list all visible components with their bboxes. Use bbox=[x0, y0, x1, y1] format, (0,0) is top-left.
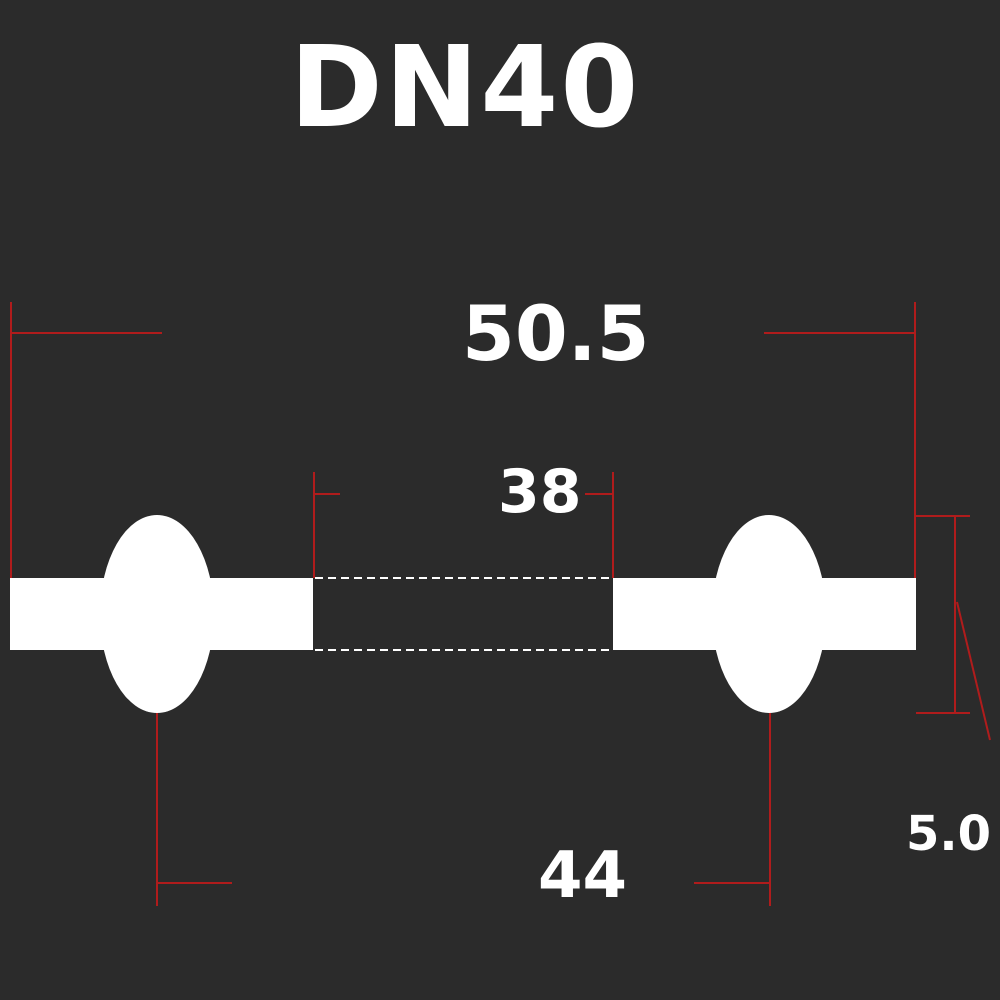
thick-leader-line bbox=[956, 601, 991, 741]
right-bead bbox=[712, 515, 826, 713]
bore-dashed-outline bbox=[315, 577, 611, 651]
bead-center-distance-label: 44 bbox=[538, 839, 628, 913]
bead-thickness-label: 5.0 bbox=[906, 806, 992, 862]
outer-diameter-label: 50.5 bbox=[462, 289, 650, 378]
left-bead bbox=[100, 515, 214, 713]
inner-diameter-label: 38 bbox=[498, 457, 582, 527]
gasket-profile bbox=[10, 515, 916, 713]
dimension-lines bbox=[10, 302, 991, 906]
size-title: DN40 bbox=[289, 23, 641, 153]
